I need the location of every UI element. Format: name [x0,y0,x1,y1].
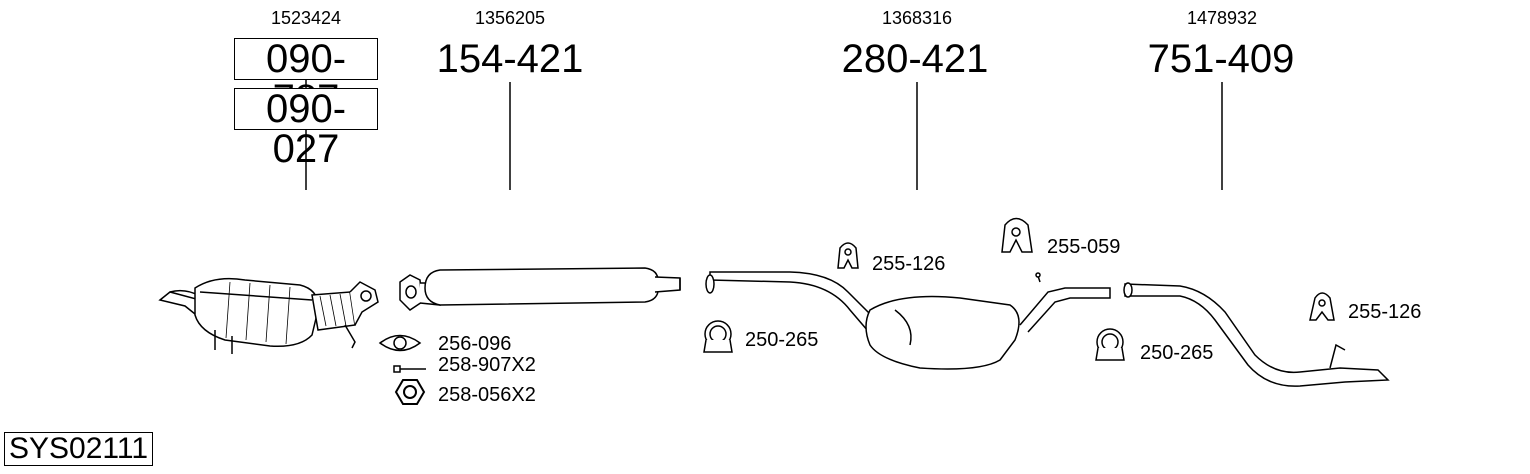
gasket-label[interactable]: 256-096 [438,333,512,355]
hanger-icon-3 [1309,292,1335,321]
ref-number-group-3: 1368316 [881,8,953,28]
part-number[interactable]: 751-409 [1147,37,1295,81]
hanger-label-2[interactable]: 255-059 [1047,236,1121,258]
rear-muffler-icon [705,271,1111,370]
clamp-icon [703,320,733,353]
clamp-icon-2 [1095,328,1125,361]
clamp-label-2[interactable]: 250-265 [1140,342,1214,364]
tail-pipe-icon [1123,282,1390,387]
front-pipe-icon [399,267,681,311]
bolt-label[interactable]: 258-907X2 [438,354,536,376]
part-number-box[interactable]: 090-787 [234,38,378,119]
part-number-box[interactable]: 090-027 [234,88,378,169]
hanger-icon-2 [1001,217,1033,253]
part-number[interactable]: 154-421 [436,37,584,81]
hanger-icon-1 [837,242,859,269]
gasket-icon [378,334,422,352]
hanger-label-1[interactable]: 255-126 [872,253,946,275]
ref-number-group-1: 1523424 [270,8,342,28]
hanger-label-3[interactable]: 255-126 [1348,301,1422,323]
part-number[interactable]: 280-421 [841,37,989,81]
bolt-icon [393,365,426,373]
nut-label[interactable]: 258-056X2 [438,384,536,406]
system-code: SYS02111 [4,432,153,466]
catalytic-converter-icon [158,277,379,354]
clamp-label-1[interactable]: 250-265 [745,329,819,351]
nut-icon [394,379,426,405]
ref-number-group-2: 1356205 [474,8,546,28]
ref-number-group-4: 1478932 [1186,8,1258,28]
